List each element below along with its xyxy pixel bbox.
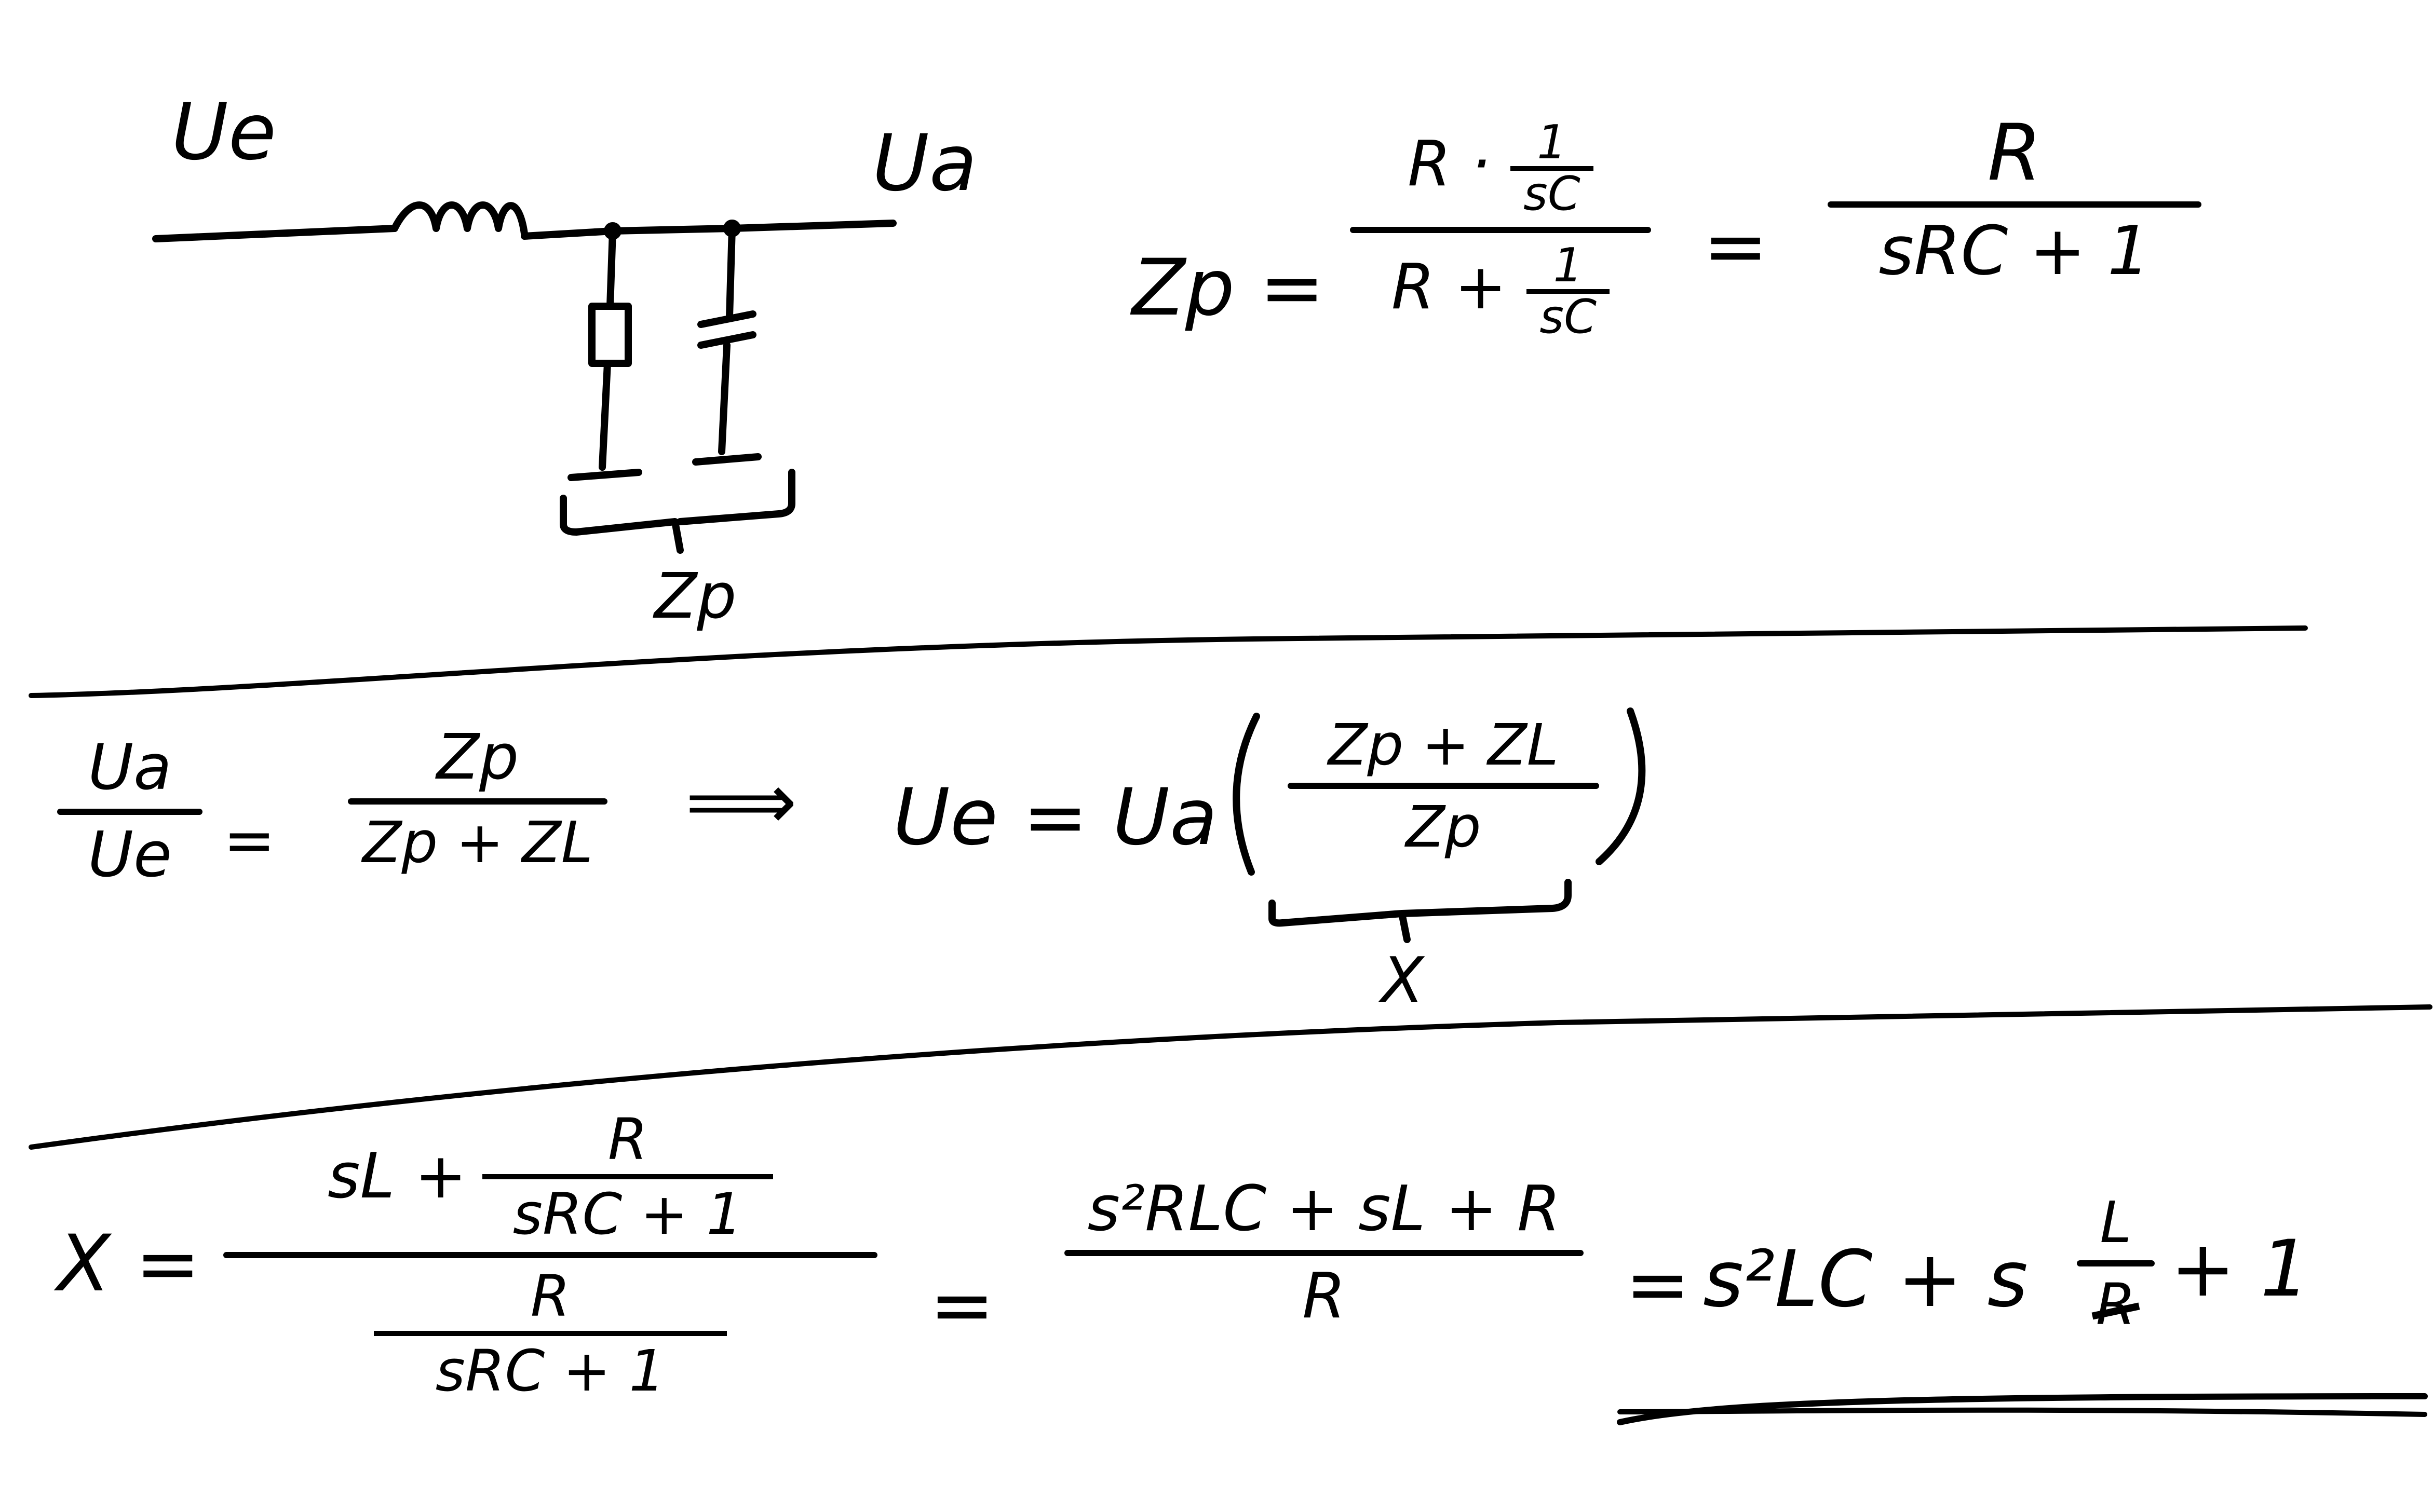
x-lhs: X =	[57, 1219, 201, 1309]
zp-fraction-1: R · 1 sC R + 1 sC	[1350, 119, 1651, 340]
capacitor-plate-top	[697, 310, 756, 328]
resistor-lead-bottom	[599, 360, 611, 471]
fraction-bar	[2077, 1260, 2155, 1266]
inner-frac-bar	[482, 1174, 774, 1179]
ratio-numerator: Ua	[88, 732, 172, 804]
divider-1	[29, 625, 2308, 698]
divider-fraction: Zp Zp + ZL	[348, 727, 607, 871]
resistor-body	[588, 303, 632, 367]
resistor-lead-top	[606, 227, 616, 310]
fraction-bar	[223, 1252, 877, 1258]
divider-denominator: Zp + ZL	[362, 809, 593, 876]
paren-denominator: Zp	[1405, 794, 1481, 860]
brace-x	[1268, 879, 1572, 943]
zp-lhs: Zp =	[1132, 243, 1325, 333]
inner-fraction: 1 sC	[1526, 242, 1610, 340]
label-input-voltage: Ue	[171, 87, 277, 178]
output-wire	[521, 220, 897, 240]
label-x-brace: X	[1381, 945, 1424, 1017]
result-fraction: L R	[2077, 1194, 2155, 1333]
inner-fraction: 1 sC	[1510, 119, 1593, 217]
fraction-bar	[1064, 1250, 1584, 1256]
fraction-bar	[57, 809, 202, 815]
result-suffix: + 1	[2170, 1224, 2310, 1314]
x-big-fraction: sL + R sRC + 1 R sRC + 1	[223, 1111, 877, 1399]
input-wire	[152, 225, 398, 242]
paren-open	[1233, 713, 1260, 876]
fraction-bar	[348, 798, 607, 805]
x-equals-2: =	[1625, 1239, 1691, 1330]
ground-right	[692, 453, 762, 466]
fraction-bar	[1828, 201, 2201, 208]
paren-close	[1596, 707, 1646, 865]
section2-equals: =	[223, 805, 276, 877]
capacitor-lead-top	[726, 225, 736, 320]
x-denominator: R sRC + 1	[374, 1268, 727, 1399]
paren-numerator: Zp + ZL	[1328, 712, 1559, 778]
divider-2	[29, 1004, 2432, 1150]
zp-frac1-numerator: R · 1 sC	[1408, 119, 1593, 217]
zp-frac2-numerator: R	[1987, 108, 2042, 198]
simplified-denominator: R	[1302, 1260, 1346, 1332]
result-prefix: s²LC + s	[1703, 1234, 2028, 1325]
inner-frac-bar	[1510, 166, 1593, 171]
inner-frac-bar	[374, 1331, 727, 1336]
implies-arrow: ⟹	[685, 757, 798, 847]
inductor-coil	[391, 201, 528, 237]
inner-fraction: R sRC + 1	[482, 1111, 774, 1243]
result-underline-2	[1617, 1407, 2427, 1417]
label-zp-brace: Zp	[654, 561, 737, 633]
paren-fraction: Zp + ZL Zp	[1288, 716, 1599, 855]
x-equals-1: =	[929, 1260, 995, 1351]
zp-equals: =	[1703, 201, 1768, 292]
fraction-bar	[1350, 227, 1651, 233]
x-simplified-fraction: s²RLC + sL + R R	[1064, 1178, 1584, 1328]
zp-fraction-2: R sRC + 1	[1828, 114, 2201, 284]
simplified-numerator: s²RLC + sL + R	[1087, 1173, 1561, 1245]
zp-frac2-denominator: sRC + 1	[1878, 211, 2151, 290]
inner-frac-bar	[1526, 289, 1610, 294]
result-denominator-struck: R	[2096, 1271, 2136, 1338]
divider-numerator: Zp	[436, 721, 519, 794]
fraction-bar	[1288, 783, 1599, 789]
ground-left	[567, 469, 642, 481]
capacitor-plate-bottom	[697, 331, 756, 349]
capacitor-lead-bottom	[718, 342, 731, 455]
brace-zp	[560, 469, 795, 554]
voltage-ratio-fraction: Ua Ue	[57, 737, 202, 887]
label-output-voltage: Ua	[872, 118, 977, 209]
ratio-denominator: Ue	[88, 819, 172, 891]
x-numerator: sL + R sRC + 1	[328, 1111, 774, 1243]
zp-frac1-denominator: R + 1 sC	[1391, 242, 1610, 340]
result-numerator: L	[2100, 1189, 2132, 1256]
ue-equals-ua: Ue = Ua	[893, 772, 1218, 863]
